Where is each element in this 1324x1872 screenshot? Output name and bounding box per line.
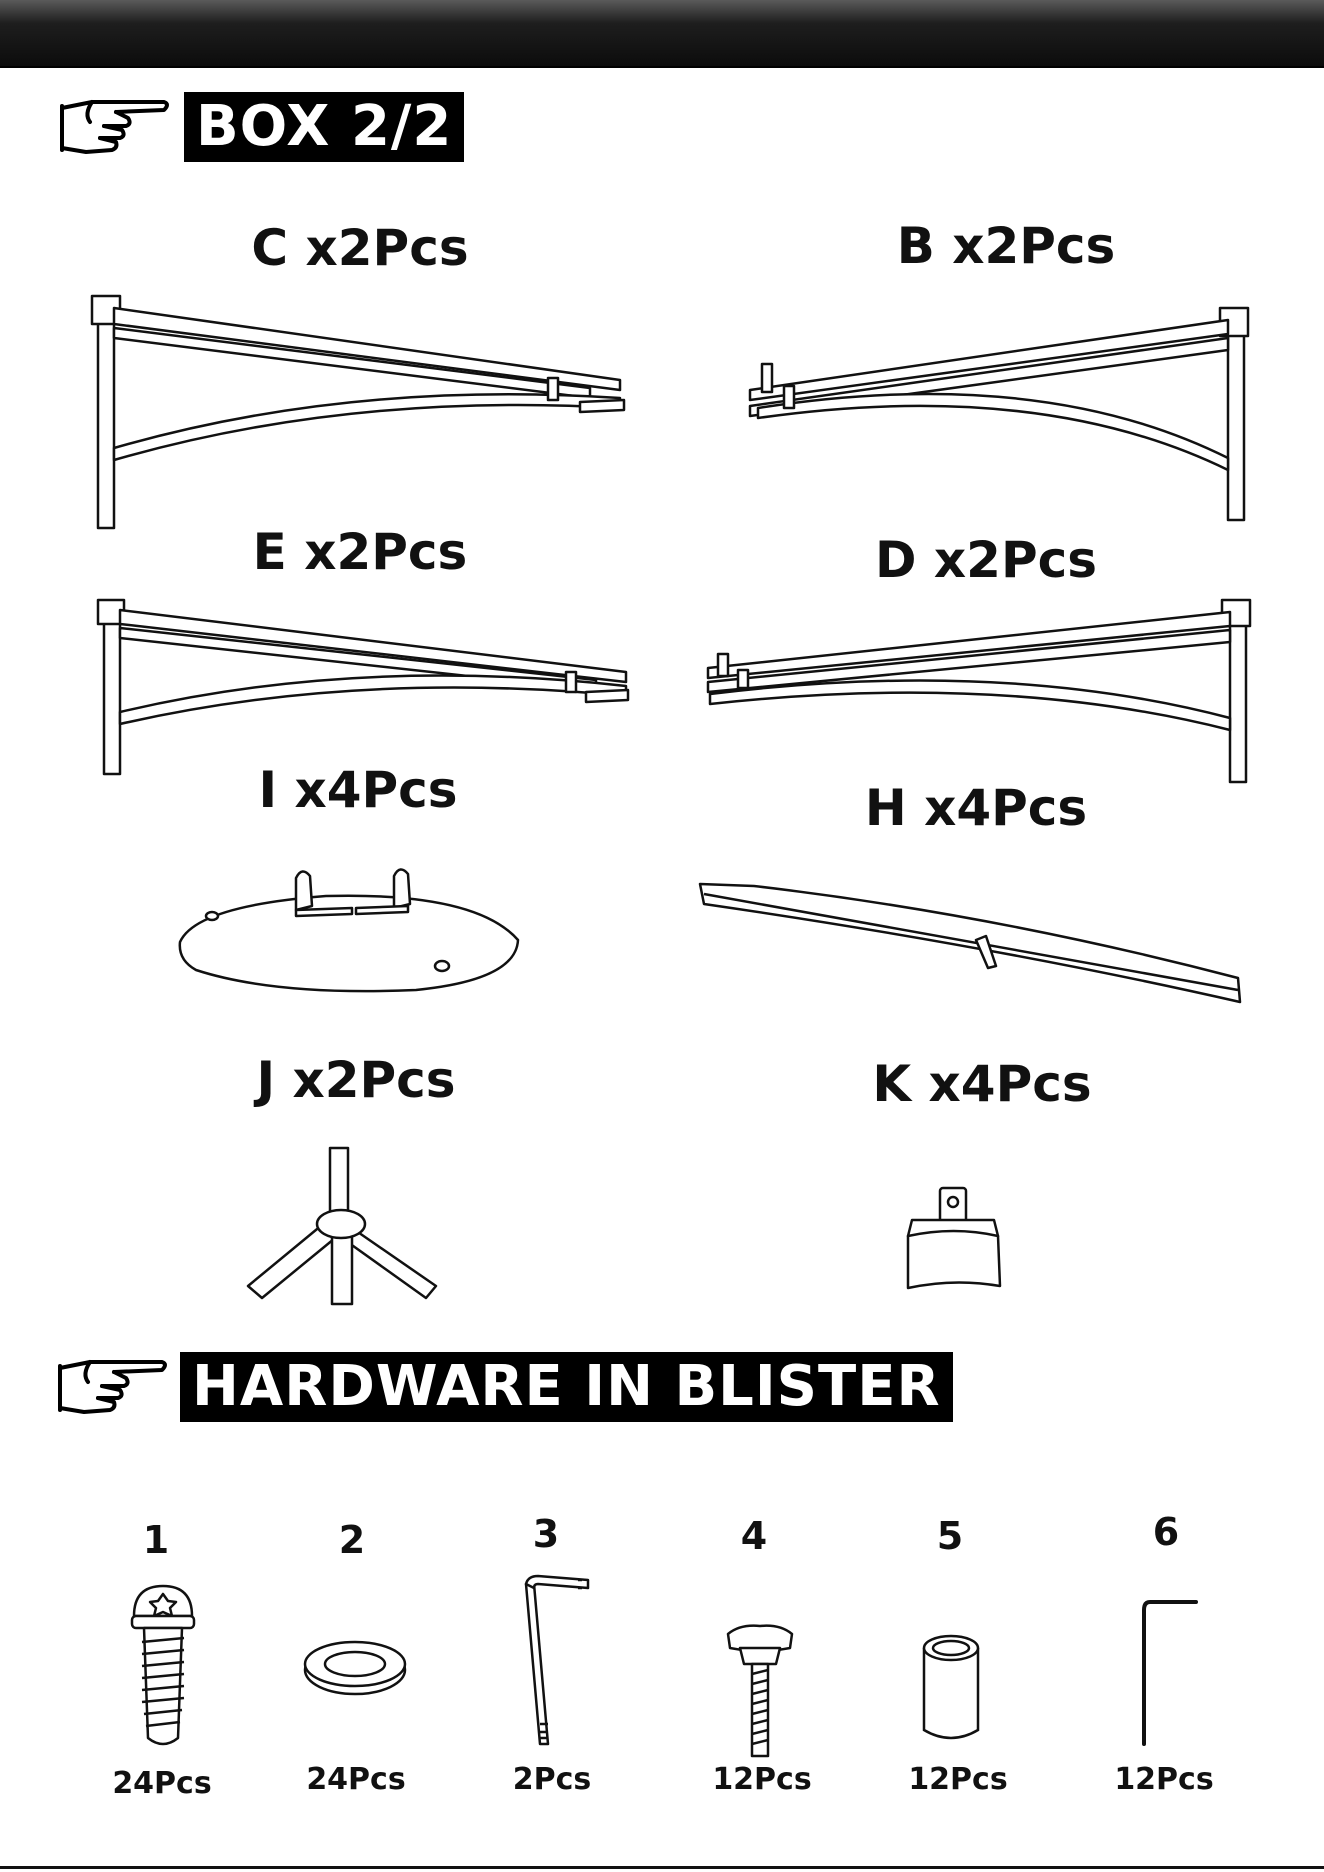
- hardware-section-heading: HARDWARE IN BLISTER: [54, 1352, 934, 1422]
- hardware-spacer-drawing: [918, 1630, 984, 1750]
- box-section-title: BOX 2/2: [184, 92, 464, 162]
- part-j-drawing: [244, 1146, 444, 1306]
- part-e-drawing: [96, 600, 646, 780]
- part-label-k: K x4Pcs: [792, 1054, 1172, 1114]
- hardware-number-2: 2: [292, 1518, 412, 1562]
- hardware-number-4: 4: [694, 1514, 814, 1558]
- part-b-drawing: [740, 308, 1260, 532]
- hardware-screw-drawing: [128, 1582, 198, 1752]
- pointing-hand-icon: [54, 1352, 174, 1422]
- hardware-quantity-5: 12Pcs: [878, 1762, 1038, 1798]
- hardware-hex-key-drawing: [1136, 1592, 1206, 1752]
- hardware-number-6: 6: [1106, 1510, 1226, 1554]
- hardware-quantity-1: 24Pcs: [82, 1766, 242, 1802]
- part-label-c: C x2Pcs: [170, 218, 550, 278]
- box-section-heading: BOX 2/2: [56, 92, 476, 162]
- part-c-drawing: [90, 296, 640, 530]
- part-i-drawing: [176, 856, 526, 996]
- header-bar: [0, 0, 1324, 68]
- part-label-d: D x2Pcs: [796, 530, 1176, 590]
- part-label-b: B x2Pcs: [816, 216, 1196, 276]
- hardware-number-1: 1: [96, 1518, 216, 1562]
- hardware-torx-key-drawing: [516, 1574, 596, 1754]
- hardware-quantity-6: 12Pcs: [1084, 1762, 1244, 1798]
- hardware-number-5: 5: [890, 1514, 1010, 1558]
- hardware-section-title: HARDWARE IN BLISTER: [180, 1352, 953, 1422]
- footer-rule: [0, 1866, 1324, 1869]
- hardware-washer-drawing: [300, 1638, 410, 1698]
- hardware-quantity-3: 2Pcs: [472, 1762, 632, 1798]
- part-d-drawing: [702, 600, 1262, 786]
- hardware-number-3: 3: [486, 1512, 606, 1556]
- hardware-knob-bolt-drawing: [720, 1622, 800, 1762]
- hardware-quantity-4: 12Pcs: [682, 1762, 842, 1798]
- part-h-drawing: [694, 880, 1244, 1010]
- hardware-quantity-2: 24Pcs: [276, 1762, 436, 1798]
- part-label-h: H x4Pcs: [786, 778, 1166, 838]
- pointing-hand-icon: [56, 92, 176, 162]
- part-label-e: E x2Pcs: [170, 522, 550, 582]
- part-k-drawing: [898, 1186, 1008, 1292]
- part-label-j: J x2Pcs: [166, 1050, 546, 1110]
